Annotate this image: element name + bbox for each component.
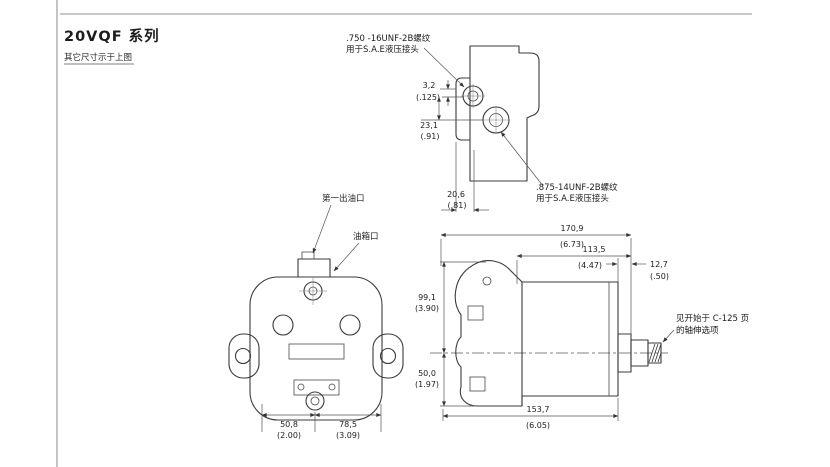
shaft-note-leader — [662, 329, 675, 343]
dim-shaft-step: 12,7 (.50) — [606, 258, 669, 282]
left-mounting-hole — [234, 347, 252, 365]
callout-first-outlet: 第一出油口 — [312, 193, 365, 254]
dim-body-length: 113,5 (4.47) — [516, 245, 632, 284]
bottom-port-circle — [305, 391, 325, 411]
shaft-thread-hatch — [648, 343, 662, 363]
dim-overall-length-inch: (6.73) — [560, 240, 584, 249]
port-centermarks — [461, 84, 510, 134]
dim-port-spacing-mm: 23,1 — [420, 121, 438, 130]
dim-front-width-right-mm: 78,5 — [339, 420, 357, 429]
top-port-leader — [423, 47, 465, 88]
dim-height-bottom-mm: 50,0 — [418, 369, 436, 378]
right-mounting-hole — [379, 347, 397, 365]
dim-boss-offset-mm: 3,2 — [423, 81, 436, 90]
bottom-port-bore — [310, 396, 320, 406]
right-mounting-ear — [372, 333, 404, 379]
shaft-note-line2: 的轴伸选项 — [676, 325, 719, 336]
dim-height-top-mm: 99,1 — [418, 293, 436, 302]
dim-front-widths: 50,8 (2.00) 78,5 (3.09) — [261, 404, 382, 440]
upper-right-bolt-circle — [339, 314, 361, 336]
first-outlet-label: 第一出油口 — [322, 193, 365, 204]
lower-boss-hole-left — [297, 383, 305, 391]
front-body-outline — [249, 276, 383, 421]
dim-boss-offset: 3,2 (.125) — [416, 80, 464, 106]
cover-bolt-head — [482, 276, 492, 286]
dim-height-bottom: 50,0 (1.97) — [415, 352, 475, 407]
dim-front-width-left-mm: 50,8 — [280, 420, 298, 429]
side-port-thread-line1: .875-14UNF-2B螺纹 — [536, 182, 618, 193]
side-body-outline — [454, 260, 619, 407]
top-port-thread-line1: .750 -16UNF-2B螺纹 — [346, 33, 431, 44]
dim-height-bottom-inch: (1.97) — [415, 380, 439, 389]
upper-detail-block — [467, 305, 484, 321]
side-port-thread-line2: 用于S.A.E液压接头 — [536, 193, 609, 204]
lower-boss-hole-right — [328, 383, 336, 391]
dim-shaft-step-mm: 12,7 — [650, 260, 668, 269]
dim-body-length-inch: (4.47) — [578, 261, 602, 270]
dim-overall-length: 170,9 (6.73) — [440, 224, 632, 334]
tank-port-leader — [333, 242, 360, 272]
callout-side-port-thread: .875-14UNF-2B螺纹 用于S.A.E液压接头 — [500, 131, 618, 204]
side-view — [430, 260, 668, 407]
tank-port-label: 油箱口 — [353, 231, 379, 242]
lower-detail-block — [469, 376, 486, 392]
dim-height-top-inch: (3.90) — [415, 304, 439, 313]
page-title: 20VQF 系列 — [64, 27, 160, 45]
dim-front-width-right-inch: (3.09) — [336, 431, 360, 440]
port-end-view — [455, 45, 540, 182]
header: 20VQF 系列 其它尺寸示于上图 — [64, 27, 160, 65]
front-view — [228, 251, 404, 421]
dim-port-spacing-inch: (.91) — [421, 132, 440, 141]
dim-port-depth-mm: 20,6 — [447, 190, 465, 199]
outlet-port-centermarks — [299, 277, 327, 305]
dim-port-depth: 20,6 (.81) — [441, 142, 489, 212]
top-port-thread-line2: 用于S.A.E液压接头 — [346, 44, 419, 55]
port-end-body-outline — [469, 45, 540, 182]
callout-top-port-thread: .750 -16UNF-2B螺纹 用于S.A.E液压接头 — [346, 33, 465, 88]
dim-height-top: 99,1 (3.90) — [415, 261, 486, 354]
nameplate — [288, 343, 345, 360]
dim-shaft-step-inch: (.50) — [650, 272, 669, 281]
dim-base-length-inch: (6.05) — [526, 421, 550, 430]
callout-tank-port: 油箱口 — [333, 231, 379, 272]
left-mounting-ear — [228, 333, 260, 379]
dim-base-length: 153,7 (6.05) — [442, 398, 619, 430]
first-outlet-leader — [312, 204, 332, 254]
dim-body-length-mm: 113,5 — [583, 245, 606, 254]
top-boss-tab — [301, 251, 315, 259]
shaft-note-line1: 见开始于 C-125 页 — [676, 313, 749, 324]
dim-boss-offset-inch: (.125) — [416, 93, 440, 102]
dim-port-depth-inch: (.81) — [448, 201, 467, 210]
dim-base-length-mm: 153,7 — [527, 405, 550, 414]
top-boss-outline — [297, 258, 331, 278]
callout-shaft-note: 见开始于 C-125 页 的轴伸选项 — [662, 313, 749, 343]
dim-overall-length-mm: 170,9 — [561, 224, 584, 233]
dim-front-width-left-inch: (2.00) — [277, 431, 301, 440]
lower-boss — [293, 379, 340, 396]
shaft — [617, 333, 662, 373]
side-port-leader — [500, 131, 544, 187]
upper-left-bolt-circle — [272, 314, 294, 336]
port-boss-outline — [455, 77, 471, 141]
dim-port-spacing: 23,1 (.91) — [420, 96, 483, 141]
page-subtitle: 其它尺寸示于上图 — [64, 52, 132, 63]
page-frame — [56, 0, 752, 467]
